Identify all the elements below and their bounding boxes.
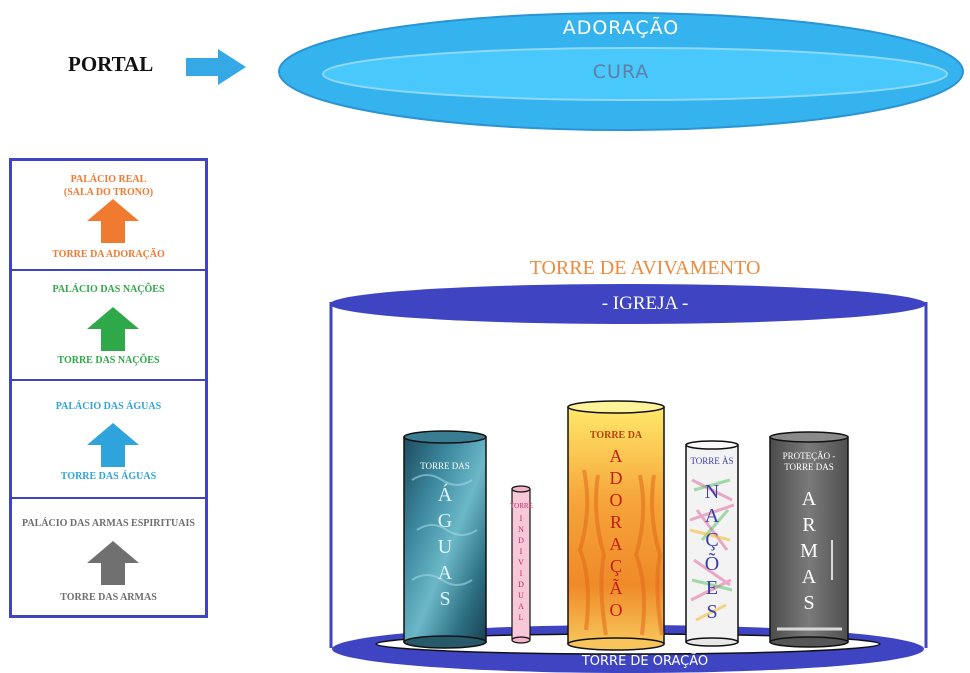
tower-nacoes-letters: N A Ç Õ E S <box>704 481 720 623</box>
arrow-up-icon <box>87 199 139 243</box>
adoracao-ellipse <box>278 12 964 131</box>
section-title: PALÁCIO DAS ÁGUAS <box>55 401 162 412</box>
tower-aguas-letters: Á G U A S <box>437 484 453 610</box>
tower-individual-head: TORRE <box>510 502 533 510</box>
igreja-label: - IGREJA - <box>601 293 689 314</box>
section-title: PALÁCIO DAS NAÇÕES <box>52 284 165 295</box>
portal-label: PORTAL <box>68 52 154 76</box>
section-bottom-label: TORRE DAS NAÇÕES <box>57 355 160 366</box>
arrow-up-icon <box>87 541 139 585</box>
section-title: PALÁCIO DAS ARMAS ESPIRITUAIS <box>22 518 195 529</box>
tower-aguas-head: TORRE DAS <box>420 461 470 471</box>
section-bottom-label: TORRE DA ADORAÇÃO <box>52 249 165 260</box>
arrow-right-icon <box>186 49 246 85</box>
section-bottom-label: TORRE DAS ARMAS <box>60 592 157 603</box>
tower-adoracao-head: TORRE DA <box>589 430 643 441</box>
tower-armas-letters: A R M A S <box>800 488 818 614</box>
tower-individual-letters: I N D I V I D U A L <box>518 514 524 622</box>
section-title: PALÁCIO REAL (SALA DO TRONO) <box>63 174 154 198</box>
palace-section-real: PALÁCIO REAL (SALA DO TRONO) TORRE DA AD… <box>12 161 205 271</box>
arrow-up-icon <box>87 307 139 351</box>
section-bottom-label: TORRE DAS ÁGUAS <box>60 471 157 482</box>
cura-label: CURA <box>592 61 650 83</box>
oracao-label: TORRE DE ORAÇÃO <box>581 654 709 669</box>
palace-section-aguas: PALÁCIO DAS ÁGUAS TORRE DAS ÁGUAS <box>12 381 205 499</box>
main-title: TORRE DE AVIVAMENTO <box>529 257 761 279</box>
tower-adoracao-letters: A D O R A Ç Ã O <box>609 446 623 620</box>
tower-armas-head: PROTEÇÃO - TORRE DAS <box>782 451 836 472</box>
palaces-panel: PALÁCIO REAL (SALA DO TRONO) TORRE DA AD… <box>9 158 208 618</box>
adoracao-label: ADORAÇÃO <box>562 17 680 39</box>
palace-section-armas: PALÁCIO DAS ARMAS ESPIRITUAIS TORRE DAS … <box>12 499 205 615</box>
avivamento-cylinder <box>329 284 928 673</box>
tower-nacoes-head: TORRE ÀS <box>690 456 734 466</box>
arrow-up-icon <box>87 423 139 467</box>
palace-section-nacoes: PALÁCIO DAS NAÇÕES TORRE DAS NAÇÕES <box>12 271 205 381</box>
